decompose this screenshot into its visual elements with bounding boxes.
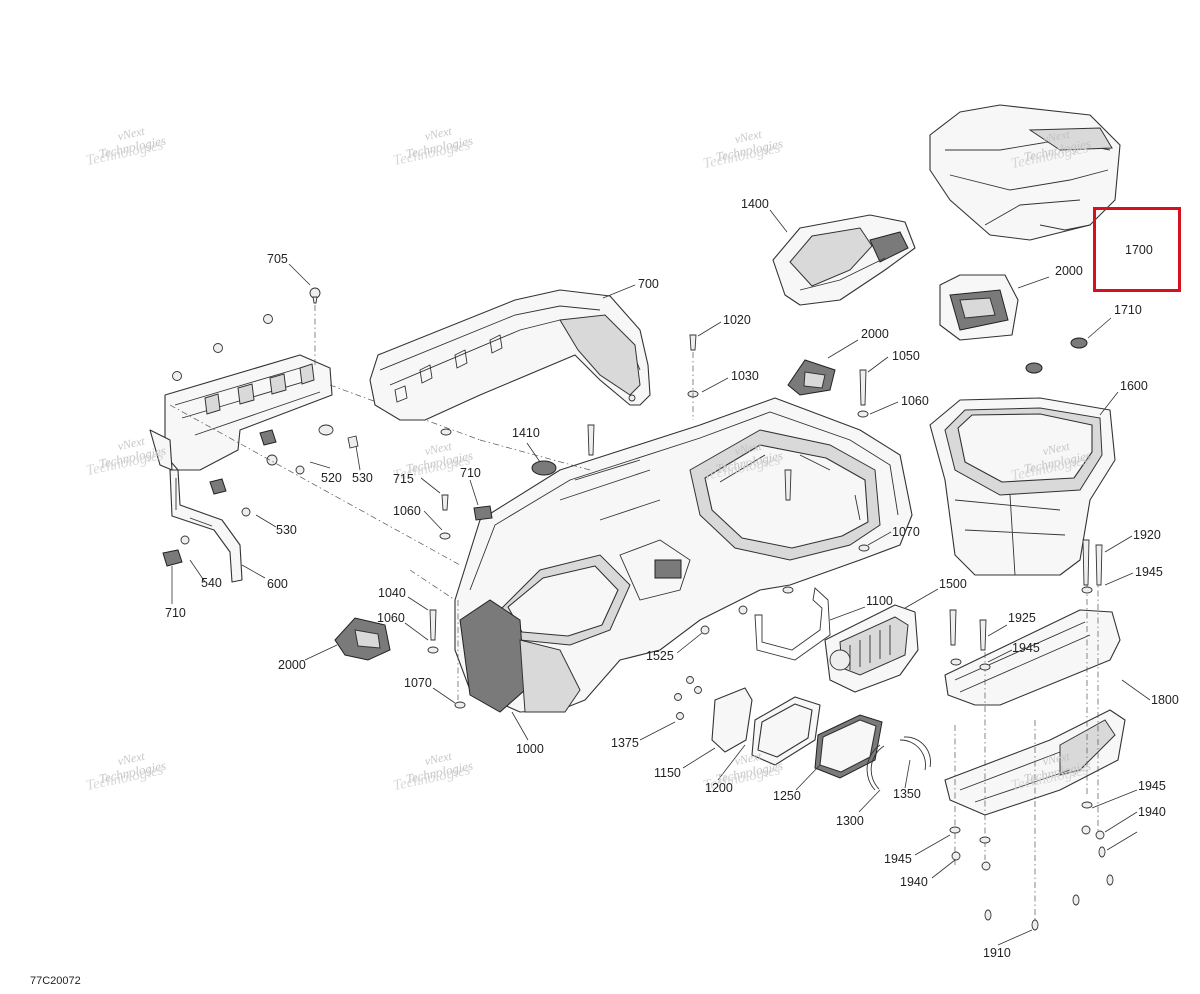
cover-1400 [772,214,916,306]
callout-700[interactable]: 700 [638,277,659,291]
callout-715[interactable]: 715 [393,472,414,486]
callout-1070-right[interactable]: 1070 [892,525,920,539]
callout-1000[interactable]: 1000 [516,742,544,756]
latch-2000-left [334,617,391,661]
callout-1060-right[interactable]: 1060 [901,394,929,408]
rail-700 [369,289,651,421]
bed-frame-1000 [409,397,913,713]
callout-1300[interactable]: 1300 [836,814,864,828]
callout-1050[interactable]: 1050 [892,349,920,363]
box-lid-1700 [929,104,1121,241]
callout-1040[interactable]: 1040 [378,586,406,600]
callout-1020[interactable]: 1020 [723,313,751,327]
callout-1525[interactable]: 1525 [646,649,674,663]
callout-2000-left[interactable]: 2000 [278,658,306,672]
callout-1375[interactable]: 1375 [611,736,639,750]
callout-530-top[interactable]: 530 [352,471,373,485]
callout-1945-top[interactable]: 1945 [1135,565,1163,579]
callout-710-mid[interactable]: 710 [460,466,481,480]
callout-1600[interactable]: 1600 [1120,379,1148,393]
bumper-1800 [944,545,1126,930]
part-highlight-box [1093,207,1181,292]
callout-1070-left[interactable]: 1070 [404,676,432,690]
callout-1350[interactable]: 1350 [893,787,921,801]
callout-1250[interactable]: 1250 [773,789,801,803]
fasteners-705 [172,287,321,381]
clips-710-520-530 [162,384,481,567]
diagram-reference-code: 77C20072 [30,975,81,987]
latch-2000-mid [787,359,836,396]
bracket-1100 [754,587,831,661]
callout-1945-bottom[interactable]: 1945 [884,852,912,866]
callout-1150[interactable]: 1150 [654,766,681,780]
callout-1945-mid[interactable]: 1945 [1012,641,1040,655]
storage-box-1600 [929,337,1116,576]
callout-1945-right[interactable]: 1945 [1138,779,1166,793]
misc-fasteners [427,334,1114,931]
callout-1700[interactable]: 1700 [1125,243,1153,257]
callout-2000-top[interactable]: 2000 [1055,264,1083,278]
callout-1060-left[interactable]: 1060 [377,611,405,625]
callout-530-bottom[interactable]: 530 [276,523,297,537]
callout-1940-right[interactable]: 1940 [1138,805,1166,819]
taillight-1500 [824,604,919,693]
callout-520[interactable]: 520 [321,471,342,485]
callout-1910[interactable]: 1910 [983,946,1011,960]
callout-1030[interactable]: 1030 [731,369,759,383]
callout-1940-left[interactable]: 1940 [900,875,928,889]
callout-1060-mid[interactable]: 1060 [393,504,421,518]
rear-bracket-600 [149,354,333,583]
leader-lines [171,209,1151,946]
callout-1800[interactable]: 1800 [1151,693,1179,707]
callout-1500[interactable]: 1500 [939,577,967,591]
callout-1100[interactable]: 1100 [866,594,893,608]
callout-1710[interactable]: 1710 [1114,303,1142,317]
callout-705[interactable]: 705 [267,252,288,266]
callout-710-left[interactable]: 710 [165,606,186,620]
latch-2000-top [939,274,1019,341]
lamp-parts-1150-1350 [711,687,931,791]
callout-1400[interactable]: 1400 [741,197,769,211]
callout-1920[interactable]: 1920 [1133,528,1161,542]
callout-2000-mid[interactable]: 2000 [861,327,889,341]
callout-1925[interactable]: 1925 [1008,611,1036,625]
callout-1200[interactable]: 1200 [705,781,733,795]
callout-600[interactable]: 600 [267,577,288,591]
callout-540[interactable]: 540 [201,576,222,590]
callout-1410[interactable]: 1410 [512,426,540,440]
